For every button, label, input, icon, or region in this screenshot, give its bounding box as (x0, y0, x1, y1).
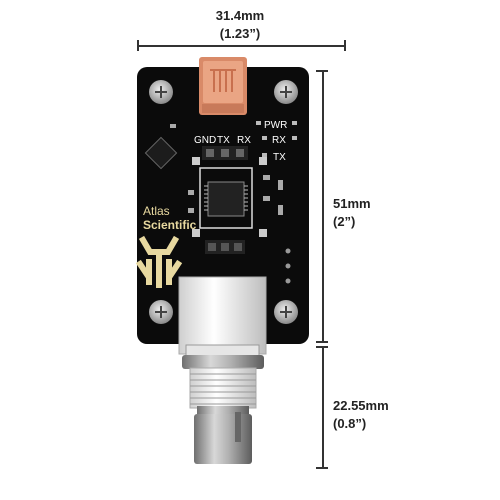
usb-connector (199, 57, 247, 115)
connector-height-in: (0.8”) (333, 416, 367, 431)
led-label-rx: RX (272, 135, 286, 146)
width-dimension-line (137, 45, 345, 47)
connector-height-mm: 22.55mm (333, 398, 389, 413)
board-height-line (322, 70, 324, 342)
led-label-pwr: PWR (264, 120, 287, 131)
bnc-housing (178, 276, 267, 360)
bnc-barrel (194, 406, 252, 464)
width-tick-right (344, 40, 346, 51)
bnc-nut (182, 355, 264, 409)
board-height-tick-top (316, 70, 328, 72)
screw-bottom-left (149, 300, 173, 324)
connector-height-line (322, 346, 324, 468)
brand-atlas: Atlas (143, 204, 170, 218)
led-label-tx: TX (273, 152, 286, 163)
header-pins (202, 146, 248, 160)
screw-top-left (149, 80, 173, 104)
screw-top-right (274, 80, 298, 104)
small-chip (144, 136, 178, 170)
board-height-in: (2”) (333, 214, 356, 229)
connector-height-tick-bottom (316, 467, 328, 469)
header-label-tx: TX (217, 135, 230, 146)
vias (285, 248, 291, 284)
header-label-rx: RX (237, 135, 251, 146)
board-height-mm: 51mm (333, 196, 371, 211)
brand-logo (135, 235, 183, 288)
width-dimension-in: (1.23”) (219, 26, 261, 41)
brand-scientific: Scientific (143, 218, 197, 232)
width-tick-left (137, 40, 139, 51)
board-height-tick-bottom (316, 341, 328, 343)
width-dimension-mm: 31.4mm (215, 8, 265, 23)
lower-header (205, 240, 245, 254)
main-chip-area (188, 157, 283, 237)
led-pads (256, 121, 297, 157)
connector-height-tick-top (316, 346, 328, 348)
header-label-gnd: GND (194, 135, 216, 146)
screw-bottom-right (274, 300, 298, 324)
